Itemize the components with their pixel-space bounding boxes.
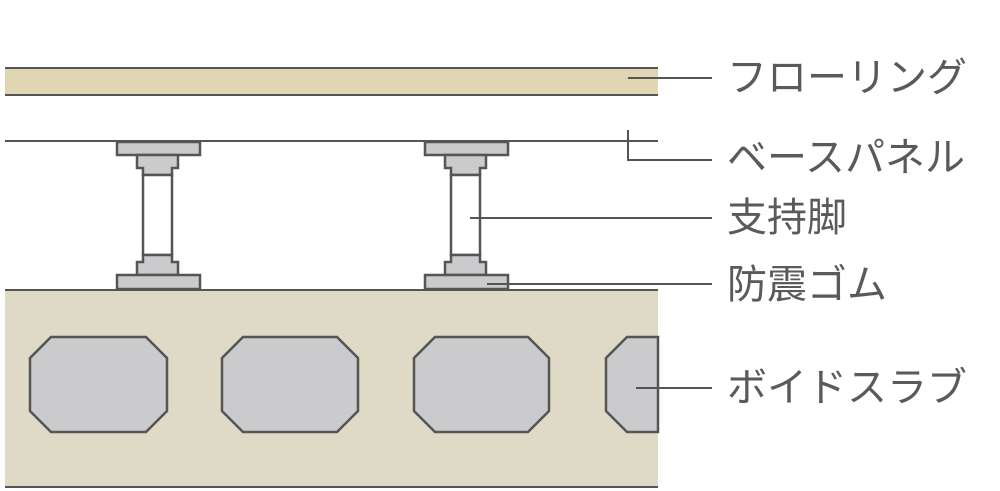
base-panel-leader (627, 130, 712, 161)
flooring-layer (5, 68, 658, 95)
label-support-leg: 支持脚 (727, 195, 847, 241)
label-seismic-rubber: 防震ゴム (727, 262, 887, 308)
label-flooring: フローリング (727, 55, 967, 101)
support-leg (423, 140, 510, 291)
void (412, 335, 551, 434)
support-leg (115, 140, 202, 291)
void (220, 335, 360, 434)
void (28, 335, 169, 434)
label-void-slab: ボイドスラブ (727, 365, 967, 411)
slab-voids (28, 335, 660, 434)
void (604, 335, 660, 434)
label-base-panel: ベースパネル (727, 135, 965, 181)
